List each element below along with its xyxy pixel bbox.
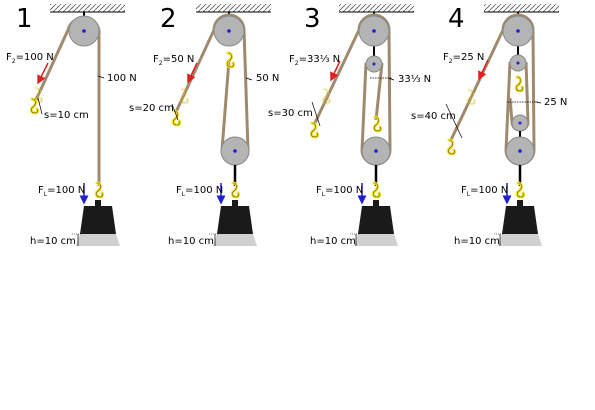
panel-3 xyxy=(309,4,414,246)
distance-marker xyxy=(445,103,463,139)
panel-4 xyxy=(445,4,559,246)
effort-hook xyxy=(171,109,182,127)
effort-hook xyxy=(309,121,320,139)
effort-hook xyxy=(446,138,457,156)
weight xyxy=(76,200,120,246)
load-label: FL=100 N xyxy=(316,185,363,198)
panel-1 xyxy=(29,4,125,246)
ceiling xyxy=(50,4,125,12)
distance-marker xyxy=(171,103,179,121)
distance-label: s=20 cm xyxy=(129,103,174,114)
panel-number: 3 xyxy=(304,4,321,34)
distance-marker xyxy=(37,97,43,115)
tension-label: 33⅓ N xyxy=(398,74,431,85)
tension-label: 25 N xyxy=(544,97,567,108)
load-hook xyxy=(94,181,105,199)
effort-arrow xyxy=(330,60,341,82)
weight xyxy=(354,200,398,246)
effort-label: F2=33⅓ N xyxy=(289,54,340,67)
height-label: h=10 cm xyxy=(30,236,76,247)
load-hook xyxy=(230,181,241,199)
ceiling xyxy=(196,4,271,12)
effort-arrow xyxy=(187,62,198,84)
panel-number: 4 xyxy=(448,4,465,34)
load-label: FL=100 N xyxy=(461,185,508,198)
weight xyxy=(213,200,257,246)
ceiling xyxy=(339,4,414,12)
tension-label: 100 N xyxy=(107,73,137,84)
effort-hook xyxy=(29,97,40,115)
height-label: h=10 cm xyxy=(454,236,500,247)
effort-arrow xyxy=(478,59,489,81)
height-label: h=10 cm xyxy=(168,236,214,247)
load-label: FL=100 N xyxy=(38,185,85,198)
ceiling xyxy=(484,4,559,12)
effort-label: F2=100 N xyxy=(6,52,54,65)
height-label: h=10 cm xyxy=(310,236,356,247)
panel-2 xyxy=(171,4,271,246)
tension-label: 50 N xyxy=(256,73,279,84)
load-hook xyxy=(515,181,526,199)
panel-number: 2 xyxy=(160,4,177,34)
load-hook xyxy=(371,181,382,199)
distance-marker xyxy=(311,101,321,127)
load-label: FL=100 N xyxy=(176,185,223,198)
distance-label: s=10 cm xyxy=(44,110,89,121)
effort-label: F2=50 N xyxy=(153,54,194,67)
weight xyxy=(498,200,542,246)
effort-arrow xyxy=(37,62,49,85)
distance-label: s=40 cm xyxy=(411,111,456,122)
effort-label: F2=25 N xyxy=(443,52,484,65)
panel-number: 1 xyxy=(16,4,33,34)
distance-label: s=30 cm xyxy=(268,108,313,119)
anchor-hook xyxy=(225,51,236,69)
anchor-hook-upper xyxy=(514,75,525,93)
